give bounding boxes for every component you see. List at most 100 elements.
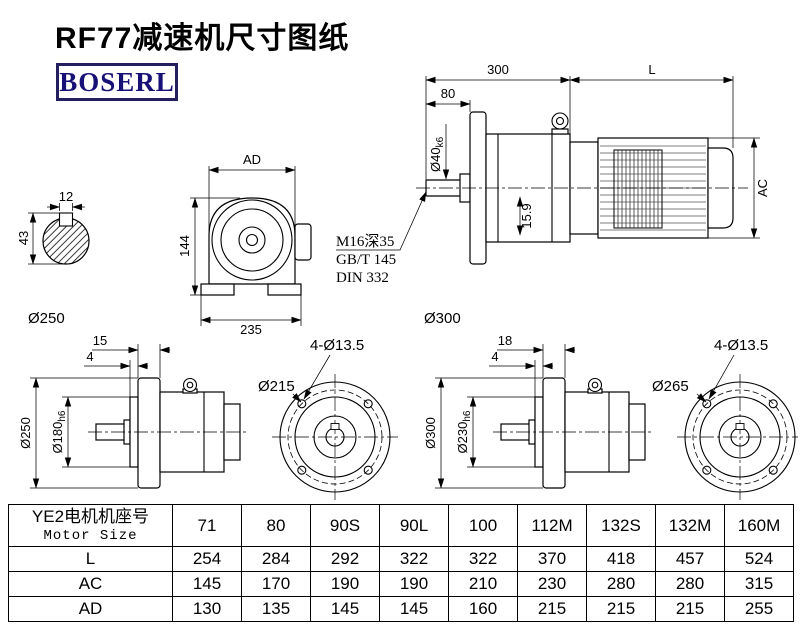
input-boss [294, 223, 312, 261]
cell-AD-112m: 215 [517, 596, 587, 622]
dimension-15-9: 15.9 [516, 196, 534, 236]
flange300-eyebolt [587, 377, 603, 393]
bolt-hole [363, 465, 373, 475]
bolt-hole [702, 465, 712, 475]
flange250-plate [137, 377, 161, 489]
table-header-row: YE2电机机座号 Motor Size 71 80 90S 90L 100 11… [8, 504, 794, 547]
header-en: Motor Size [43, 528, 138, 544]
column-header-100: 100 [448, 504, 518, 547]
stator-block [613, 149, 663, 229]
column-header-112m: 112M [517, 504, 587, 547]
dimension-motor-length: L [569, 62, 734, 148]
dim-spigot230-label: Ø230h6 [455, 410, 473, 453]
dimension-300: 300 [425, 62, 571, 180]
tapped-hole-note: M16深35 [336, 233, 394, 250]
flange300-eyebolt-hole [591, 381, 599, 389]
dimension-ac: AC [708, 137, 770, 239]
cell-L-132m: 457 [655, 546, 725, 572]
bolt-hole [297, 465, 307, 475]
flange250-bolt-circle [287, 389, 383, 485]
dim-depth18-label: 18 [498, 333, 512, 348]
dim-80-label: 80 [441, 86, 455, 101]
cell-AD-160m: 255 [724, 596, 794, 622]
flange300-front-view: Ø265 4-Ø13.5 [652, 337, 798, 500]
table-row-AC: AC 145 170 190 190 210 230 280 280 315 [8, 571, 794, 597]
dimension-80: 80 [425, 86, 471, 112]
brand-logo: BOSERL [56, 63, 178, 101]
center-hole-note-gb: GB/T 145 [336, 252, 396, 268]
flange300-caption: Ø300 [424, 310, 461, 327]
cell-L-80: 284 [241, 546, 311, 572]
cell-AC-100: 210 [448, 571, 518, 597]
center-hole-note-din: DIN 332 [336, 270, 389, 286]
cell-AD-90s: 145 [310, 596, 380, 622]
column-header-71: 71 [172, 504, 242, 547]
dim-key-width-label: 12 [59, 189, 73, 204]
dimension-flange300-gap: 4 [489, 349, 553, 397]
dimension-flange300-depth: 18 [497, 333, 575, 378]
cell-L-100: 322 [448, 546, 518, 572]
cell-L-132s: 418 [586, 546, 656, 572]
keyway [58, 212, 74, 227]
motor-dimension-table: YE2电机机座号 Motor Size 71 80 90S 90L 100 11… [8, 504, 794, 622]
foot-right [267, 283, 302, 296]
dimension-flange250-od: Ø250 [18, 377, 138, 489]
flange250-spigot-circle [294, 396, 376, 478]
header-cn: YE2电机机座号 [31, 507, 150, 526]
flange300-bore-keyway [735, 423, 745, 430]
eyebolt-hole [555, 116, 565, 126]
dim-holes-13-5-label: 4-Ø13.5 [310, 337, 364, 354]
dim-od300-label: Ø300 [423, 417, 438, 449]
dim-motor-length-label: L [648, 62, 655, 77]
housing-circle-mid [220, 208, 284, 272]
dim-depth15-label: 15 [93, 333, 107, 348]
row-label-L: L [8, 546, 173, 572]
dim-ac-label: AC [755, 179, 770, 197]
output-hub-circle [238, 226, 266, 254]
column-header-132m: 132M [655, 504, 725, 547]
flange300-hub-circle [718, 415, 762, 459]
flange-250-views: Ø250 15 4 [18, 310, 398, 500]
dimension-flange250-gap: 4 [84, 349, 148, 397]
table-row-L: L 254 284 292 322 322 370 418 457 524 [8, 546, 794, 572]
dim-235-label: 235 [240, 322, 262, 337]
cell-AC-90s: 190 [310, 571, 380, 597]
flange250-caption: Ø250 [28, 310, 65, 327]
gearbox-front-view: AD 144 235 [177, 152, 312, 337]
column-header-80: 80 [241, 504, 311, 547]
cell-L-112m: 370 [517, 546, 587, 572]
column-header-90s: 90S [310, 504, 380, 547]
cell-L-90l: 322 [379, 546, 449, 572]
eyebolt-ring [551, 112, 569, 130]
technical-drawing: 12 43 AD [16, 62, 798, 500]
dimension-flange300-spigot: Ø230h6 [455, 396, 535, 468]
cell-AD-90l: 145 [379, 596, 449, 622]
cell-AC-160m: 315 [724, 571, 794, 597]
column-header-90l: 90L [379, 504, 449, 547]
dim-bolt-circle215-label: Ø215 [258, 378, 295, 395]
dim-ad-label: AD [243, 152, 261, 167]
cell-AC-112m: 230 [517, 571, 587, 597]
flange300-outer-circle [684, 381, 796, 493]
bolt-hole [768, 465, 778, 475]
flange250-bore-keyway [330, 423, 340, 430]
dim-od250-label: Ø250 [18, 417, 33, 449]
eyebolt-base [551, 128, 569, 135]
flange-300-views: Ø300 18 4 [423, 310, 798, 500]
cell-AD-132s: 215 [586, 596, 656, 622]
cell-AD-71: 130 [172, 596, 242, 622]
dim-15-9-label: 15.9 [519, 203, 534, 228]
flange250-outer-circle [279, 381, 391, 493]
dim-spigot180-label: Ø180h6 [50, 410, 68, 453]
flange300-plate [542, 377, 566, 489]
cell-AC-90l: 190 [379, 571, 449, 597]
cell-AC-132m: 280 [655, 571, 725, 597]
cell-L-71: 254 [172, 546, 242, 572]
foot-left [200, 283, 235, 296]
dim-gap4-label: 4 [86, 349, 93, 364]
dimension-235: 235 [200, 295, 302, 337]
shaft-diameter-label: Ø40k6 [428, 136, 446, 172]
dim-holes-13-5b-label: 4-Ø13.5 [714, 337, 768, 354]
column-header-160m: 160M [724, 504, 794, 547]
